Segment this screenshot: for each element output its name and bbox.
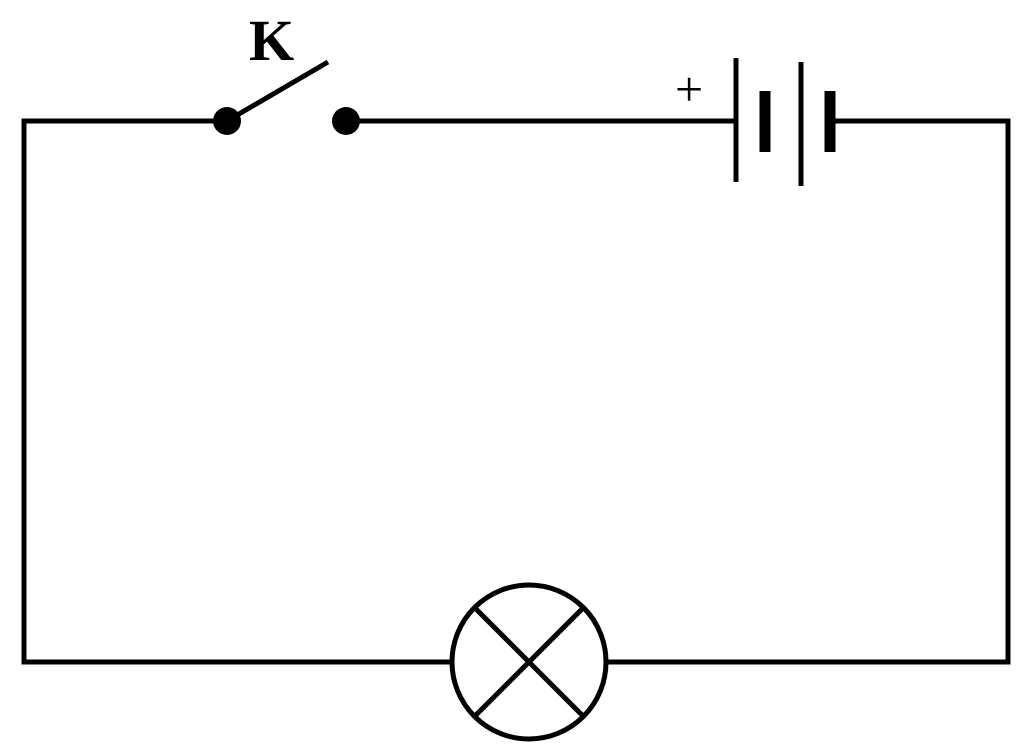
lamp-circle — [449, 582, 609, 742]
wire-right — [606, 118, 1011, 665]
lamp — [449, 582, 609, 742]
switch-terminal-right — [332, 107, 360, 135]
circuit-wires — [21, 118, 1011, 665]
switch-k: K — [213, 8, 360, 135]
switch-label: K — [249, 8, 294, 73]
switch-lever — [225, 59, 330, 124]
battery-positive-label: + — [675, 61, 703, 117]
lamp-cross-2 — [473, 606, 585, 718]
wire-left — [21, 118, 452, 665]
battery: + — [675, 58, 836, 186]
